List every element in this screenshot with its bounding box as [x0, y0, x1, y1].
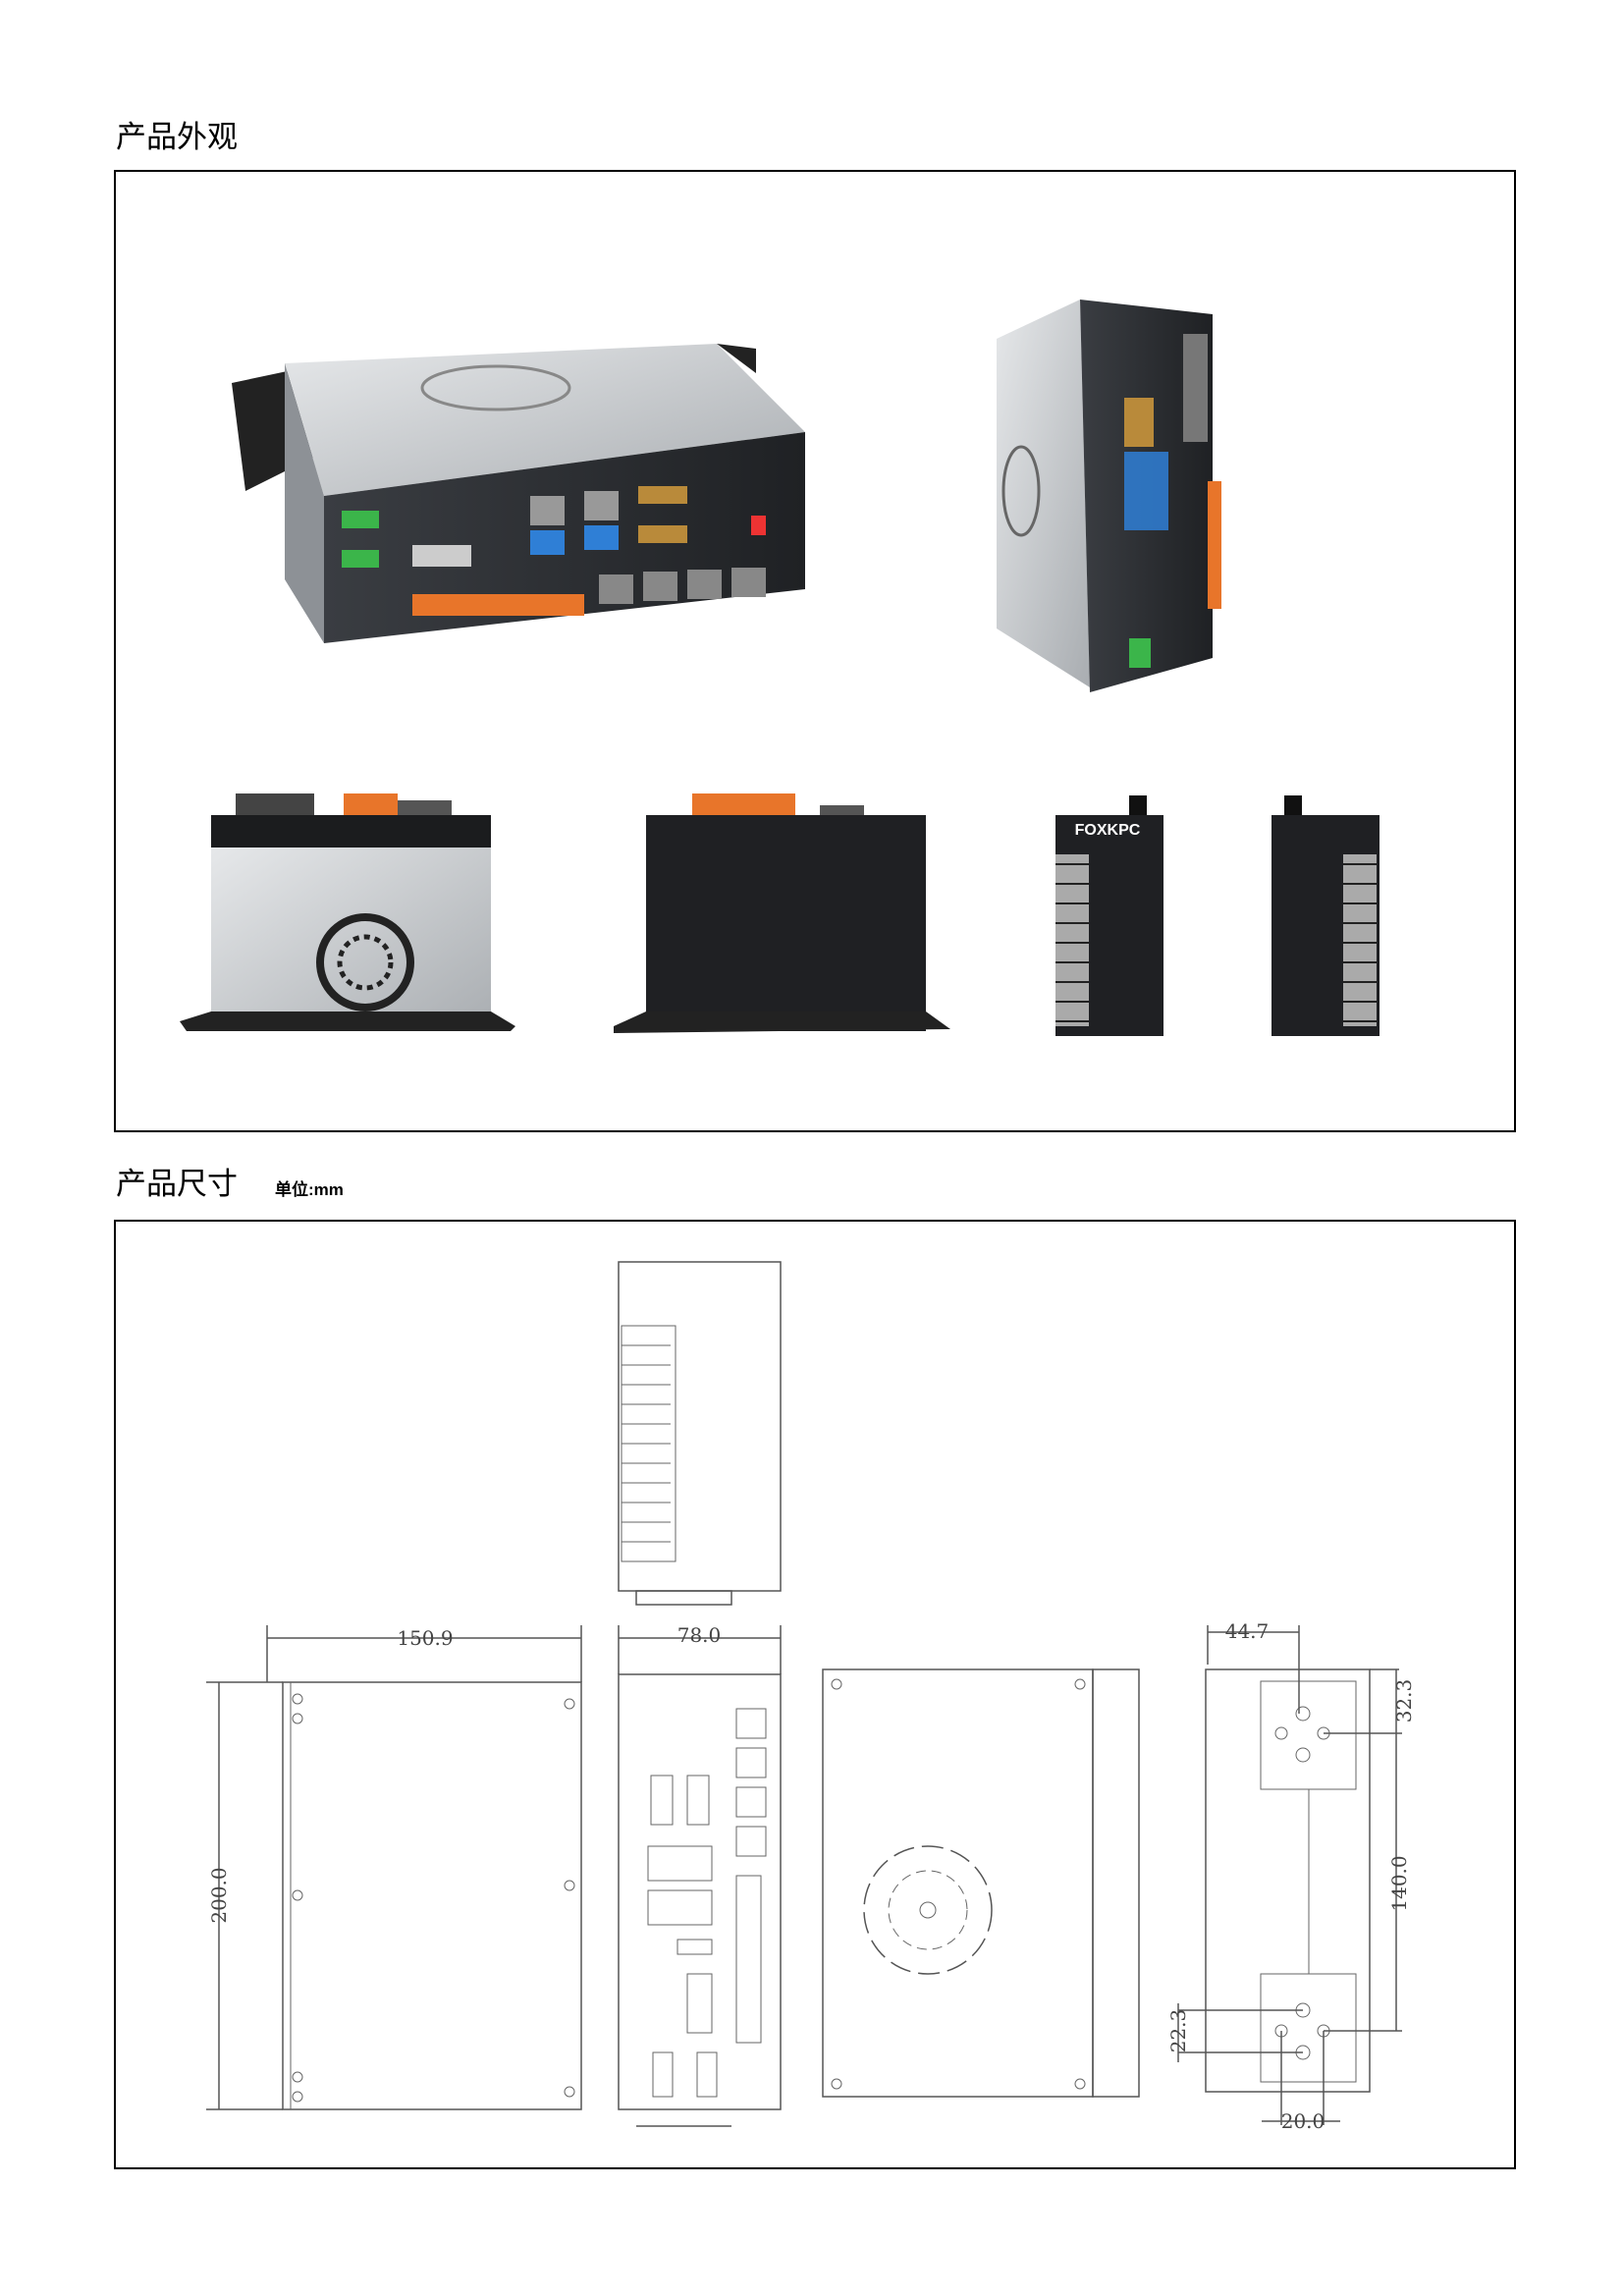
drawing-front-view	[206, 1625, 582, 2110]
dimensions-title: 产品尺寸	[116, 1167, 238, 1202]
product-photo-vertical	[997, 300, 1221, 692]
dimension-drawing-frame	[114, 1220, 1516, 2169]
drawing-top-view	[618, 1261, 782, 1606]
dim-hole-spacing: 140.0	[1387, 1855, 1411, 1911]
product-photo-side-logo: FOXKPC	[1055, 795, 1163, 1036]
product-photo-front-silver	[180, 793, 515, 1031]
dim-top-hole: 32.3	[1392, 1679, 1416, 1723]
dim-width: 150.9	[397, 1626, 453, 1650]
dim-depth: 78.0	[677, 1623, 722, 1647]
dim-height: 200.0	[207, 1867, 231, 1923]
appearance-photo-frame	[114, 170, 1516, 1132]
product-photo-side	[1271, 795, 1380, 1036]
product-photo-iso	[232, 344, 805, 643]
dim-hole-width: 20.0	[1281, 2109, 1325, 2133]
dim-rail-offset: 44.7	[1225, 1619, 1270, 1643]
unit-label: 单位:mm	[275, 1180, 344, 1199]
drawing-fan-side-view	[822, 1668, 1140, 2098]
drawing-port-view	[618, 1625, 782, 2127]
product-photo-back-black	[614, 793, 950, 1033]
drawing-din-rail-view	[1177, 1625, 1402, 2125]
dim-bottom-hole: 22.3	[1166, 2009, 1190, 2053]
appearance-title: 产品外观	[116, 120, 238, 155]
brand-logo: FOXKPC	[1075, 822, 1141, 839]
